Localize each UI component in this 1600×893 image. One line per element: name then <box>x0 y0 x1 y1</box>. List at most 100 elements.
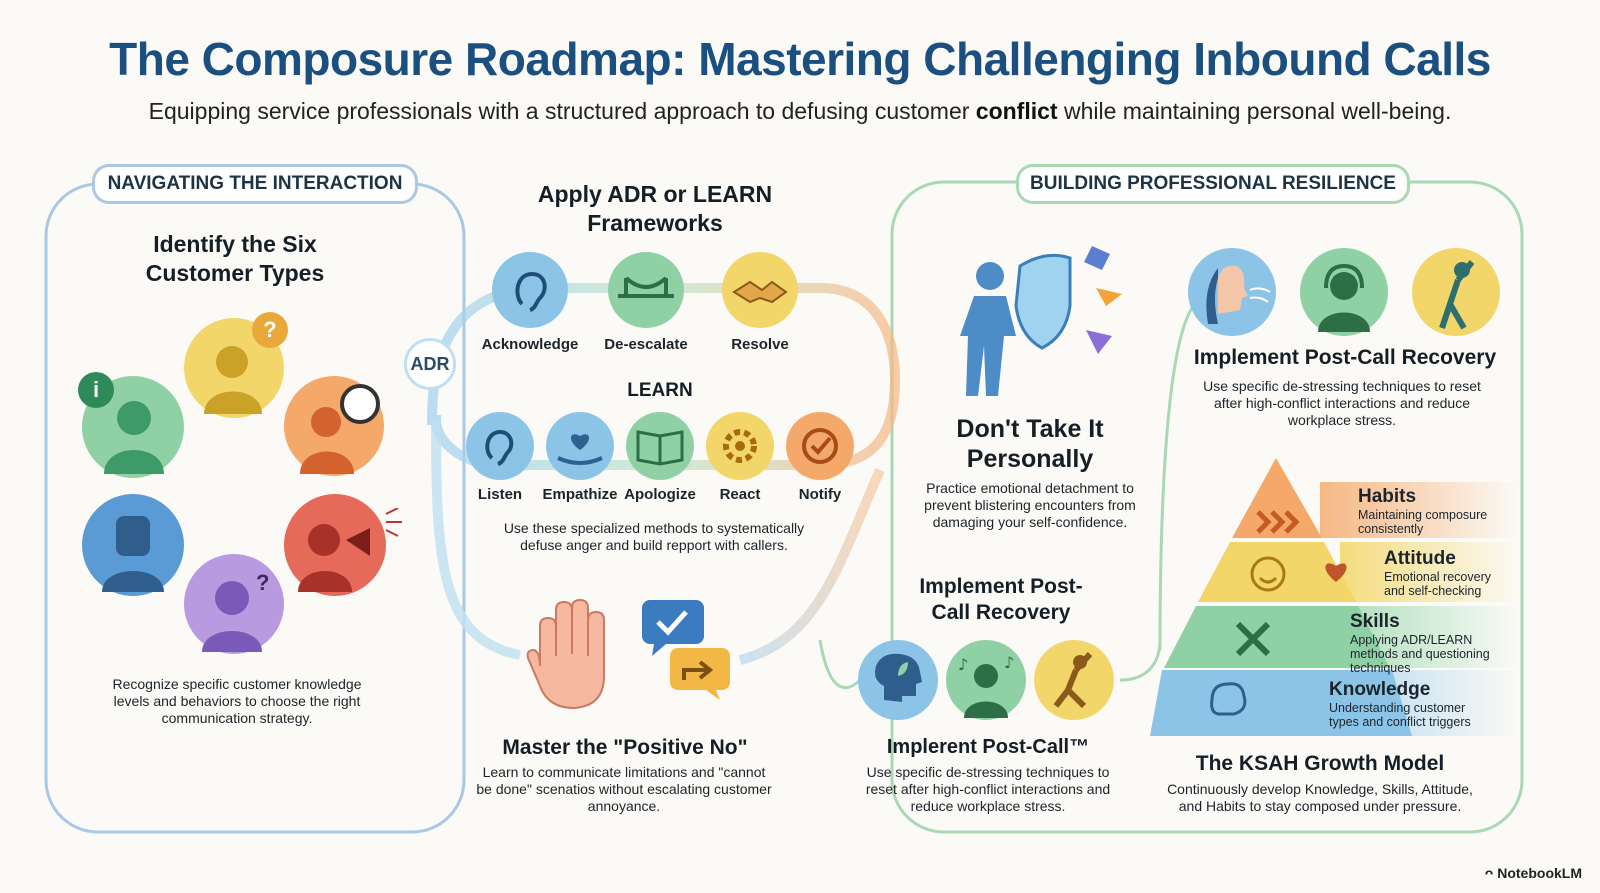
customer-type-confused-avatar: ? <box>184 554 284 654</box>
right-connector-3 <box>1119 639 1162 682</box>
knowledge-desc: Understanding customer types and conflic… <box>1329 701 1471 729</box>
question-icon: ? <box>252 312 288 348</box>
ksah-heading: The KSAH Growth Model <box>1195 752 1445 775</box>
acknowledge-step-icon <box>492 252 568 328</box>
heart-hand-icon <box>557 434 603 465</box>
svg-text:♪: ♪ <box>1004 653 1014 672</box>
dont-take-personally-description: Practice emotional detachment to prevent… <box>924 480 1136 530</box>
bridge-icon <box>618 276 674 298</box>
subtitle-text-end: while maintaining personal well-being. <box>1057 98 1452 124</box>
habits-band <box>1320 482 1520 538</box>
person-icon <box>298 524 370 592</box>
customer-type-question-avatar <box>184 318 284 418</box>
skills-desc: Applying ADR/LEARN methods and questioni… <box>1350 633 1490 675</box>
brand-label: ᴖ NotebookLM <box>1485 865 1582 881</box>
subtitle-text: Equipping service professionals with a s… <box>148 98 976 124</box>
resolve-step-icon <box>722 252 798 328</box>
frameworks-description: Use these specialized methods to systema… <box>503 520 805 553</box>
customer-types-heading: Identify the Six Customer Types <box>145 231 325 286</box>
info-icon: i <box>78 372 114 408</box>
de-escalate-step-icon <box>608 252 684 328</box>
stopwatch-icon <box>340 384 380 424</box>
mind-leaf-icon <box>858 640 938 720</box>
right-panel-label: BUILDING PROFESSIONAL RESILIENCE <box>1016 164 1410 204</box>
knowledge-title: Knowledge <box>1329 679 1431 700</box>
post-call-recovery-top-heading: Implement Post-Call Recovery <box>1193 346 1497 369</box>
stretching-person-icon <box>1412 248 1500 336</box>
adr-step-label: De-escalate <box>604 336 688 353</box>
ear-icon <box>515 271 547 312</box>
post-call-recovery-bottom-heading: Implerent Post-Call™ <box>886 736 1090 758</box>
flow-path-down <box>431 419 521 660</box>
brand-logo-icon: ᴖ <box>1484 865 1498 881</box>
empathize-step-icon <box>546 412 614 480</box>
shield-person-icon <box>946 236 1136 406</box>
handshake-icon <box>732 280 788 304</box>
gear-icon <box>723 429 757 463</box>
post-call-recovery-top-description: Use specific de-stressing techniques to … <box>1203 378 1481 428</box>
dont-take-personally-heading: Don't Take It Personally <box>956 415 1104 473</box>
learn-step-label: Empathize <box>542 486 618 503</box>
attitude-title: Attitude <box>1384 548 1456 569</box>
apologize-step-icon <box>626 412 694 480</box>
adr-step-label: Resolve <box>731 336 789 353</box>
brand-name: NotebookLM <box>1497 865 1582 881</box>
notify-step-icon <box>786 412 854 480</box>
attitude-band <box>1340 542 1520 602</box>
positive-no-heading: Master the "Positive No" <box>502 736 748 759</box>
ksah-description: Continuously develop Knowledge, Skills, … <box>1167 781 1473 814</box>
learn-label: LEARN <box>627 380 693 401</box>
brain-icon <box>1210 682 1247 716</box>
chevrons-icon <box>1256 510 1300 534</box>
react-step-icon <box>706 412 774 480</box>
svg-text:♪: ♪ <box>958 655 968 674</box>
skills-title: Skills <box>1350 611 1400 632</box>
stretching-icon <box>1034 640 1114 720</box>
positive-no-description: Learn to communicate limitations and "ca… <box>476 764 772 814</box>
music-relax-icon: ♪♪ <box>946 640 1026 720</box>
person-icon <box>204 346 262 414</box>
learn-step-label: React <box>719 486 761 503</box>
person-icon <box>104 401 164 474</box>
headphones-person-icon <box>1300 248 1388 336</box>
raised-hand-icon <box>520 596 620 716</box>
book-icon <box>636 430 684 466</box>
page-subtitle: Equipping service professionals with a s… <box>0 98 1600 125</box>
skills-tier <box>1164 606 1390 668</box>
adr-badge: ADR <box>404 338 456 390</box>
customer-type-silent-avatar <box>82 494 184 596</box>
customer-types-description: Recognize specific customer knowledge le… <box>112 676 362 726</box>
learn-step-label: Notify <box>798 486 842 503</box>
adr-step-label: Acknowledge <box>481 336 579 353</box>
heart-icon <box>1325 563 1347 582</box>
chat-check-icon <box>640 598 706 658</box>
learn-step-label: Apologize <box>624 486 696 503</box>
habits-title: Habits <box>1358 486 1417 507</box>
learn-step-label: Listen <box>477 486 523 503</box>
right-connector <box>1158 298 1201 651</box>
habits-tier <box>1232 458 1322 538</box>
right-connector-2 <box>818 639 862 690</box>
breathing-person-icon <box>1188 248 1276 336</box>
person-icon <box>102 516 164 592</box>
svg-text:?: ? <box>256 570 269 595</box>
chat-redirect-icon <box>668 646 732 702</box>
confused-person-icon: ? <box>202 570 269 652</box>
page-title: The Composure Roadmap: Mastering Challen… <box>109 33 1491 85</box>
post-call-recovery-mid-heading: Implement Post-Call Recovery <box>919 575 1083 624</box>
megaphone-lines-icon <box>384 507 404 538</box>
post-call-recovery-bottom-description: Use specific de-stressing techniques to … <box>865 764 1111 814</box>
habits-desc: Maintaining composure consistently <box>1358 508 1488 536</box>
check-circle-icon <box>802 428 838 464</box>
customer-type-angry-avatar <box>284 494 386 596</box>
attitude-desc: Emotional recovery and self-checking <box>1384 570 1491 598</box>
listen-step-icon <box>466 412 534 480</box>
subtitle-emphasis: conflict <box>975 98 1058 124</box>
ksah-pyramid <box>1150 458 1520 736</box>
flow-path-across <box>738 467 885 665</box>
frameworks-heading: Apply ADR or LEARN Frameworks <box>537 181 773 236</box>
attitude-tier <box>1198 542 1356 602</box>
ear-icon <box>485 429 514 466</box>
person-icon <box>300 407 354 474</box>
tools-icon <box>1235 621 1271 657</box>
